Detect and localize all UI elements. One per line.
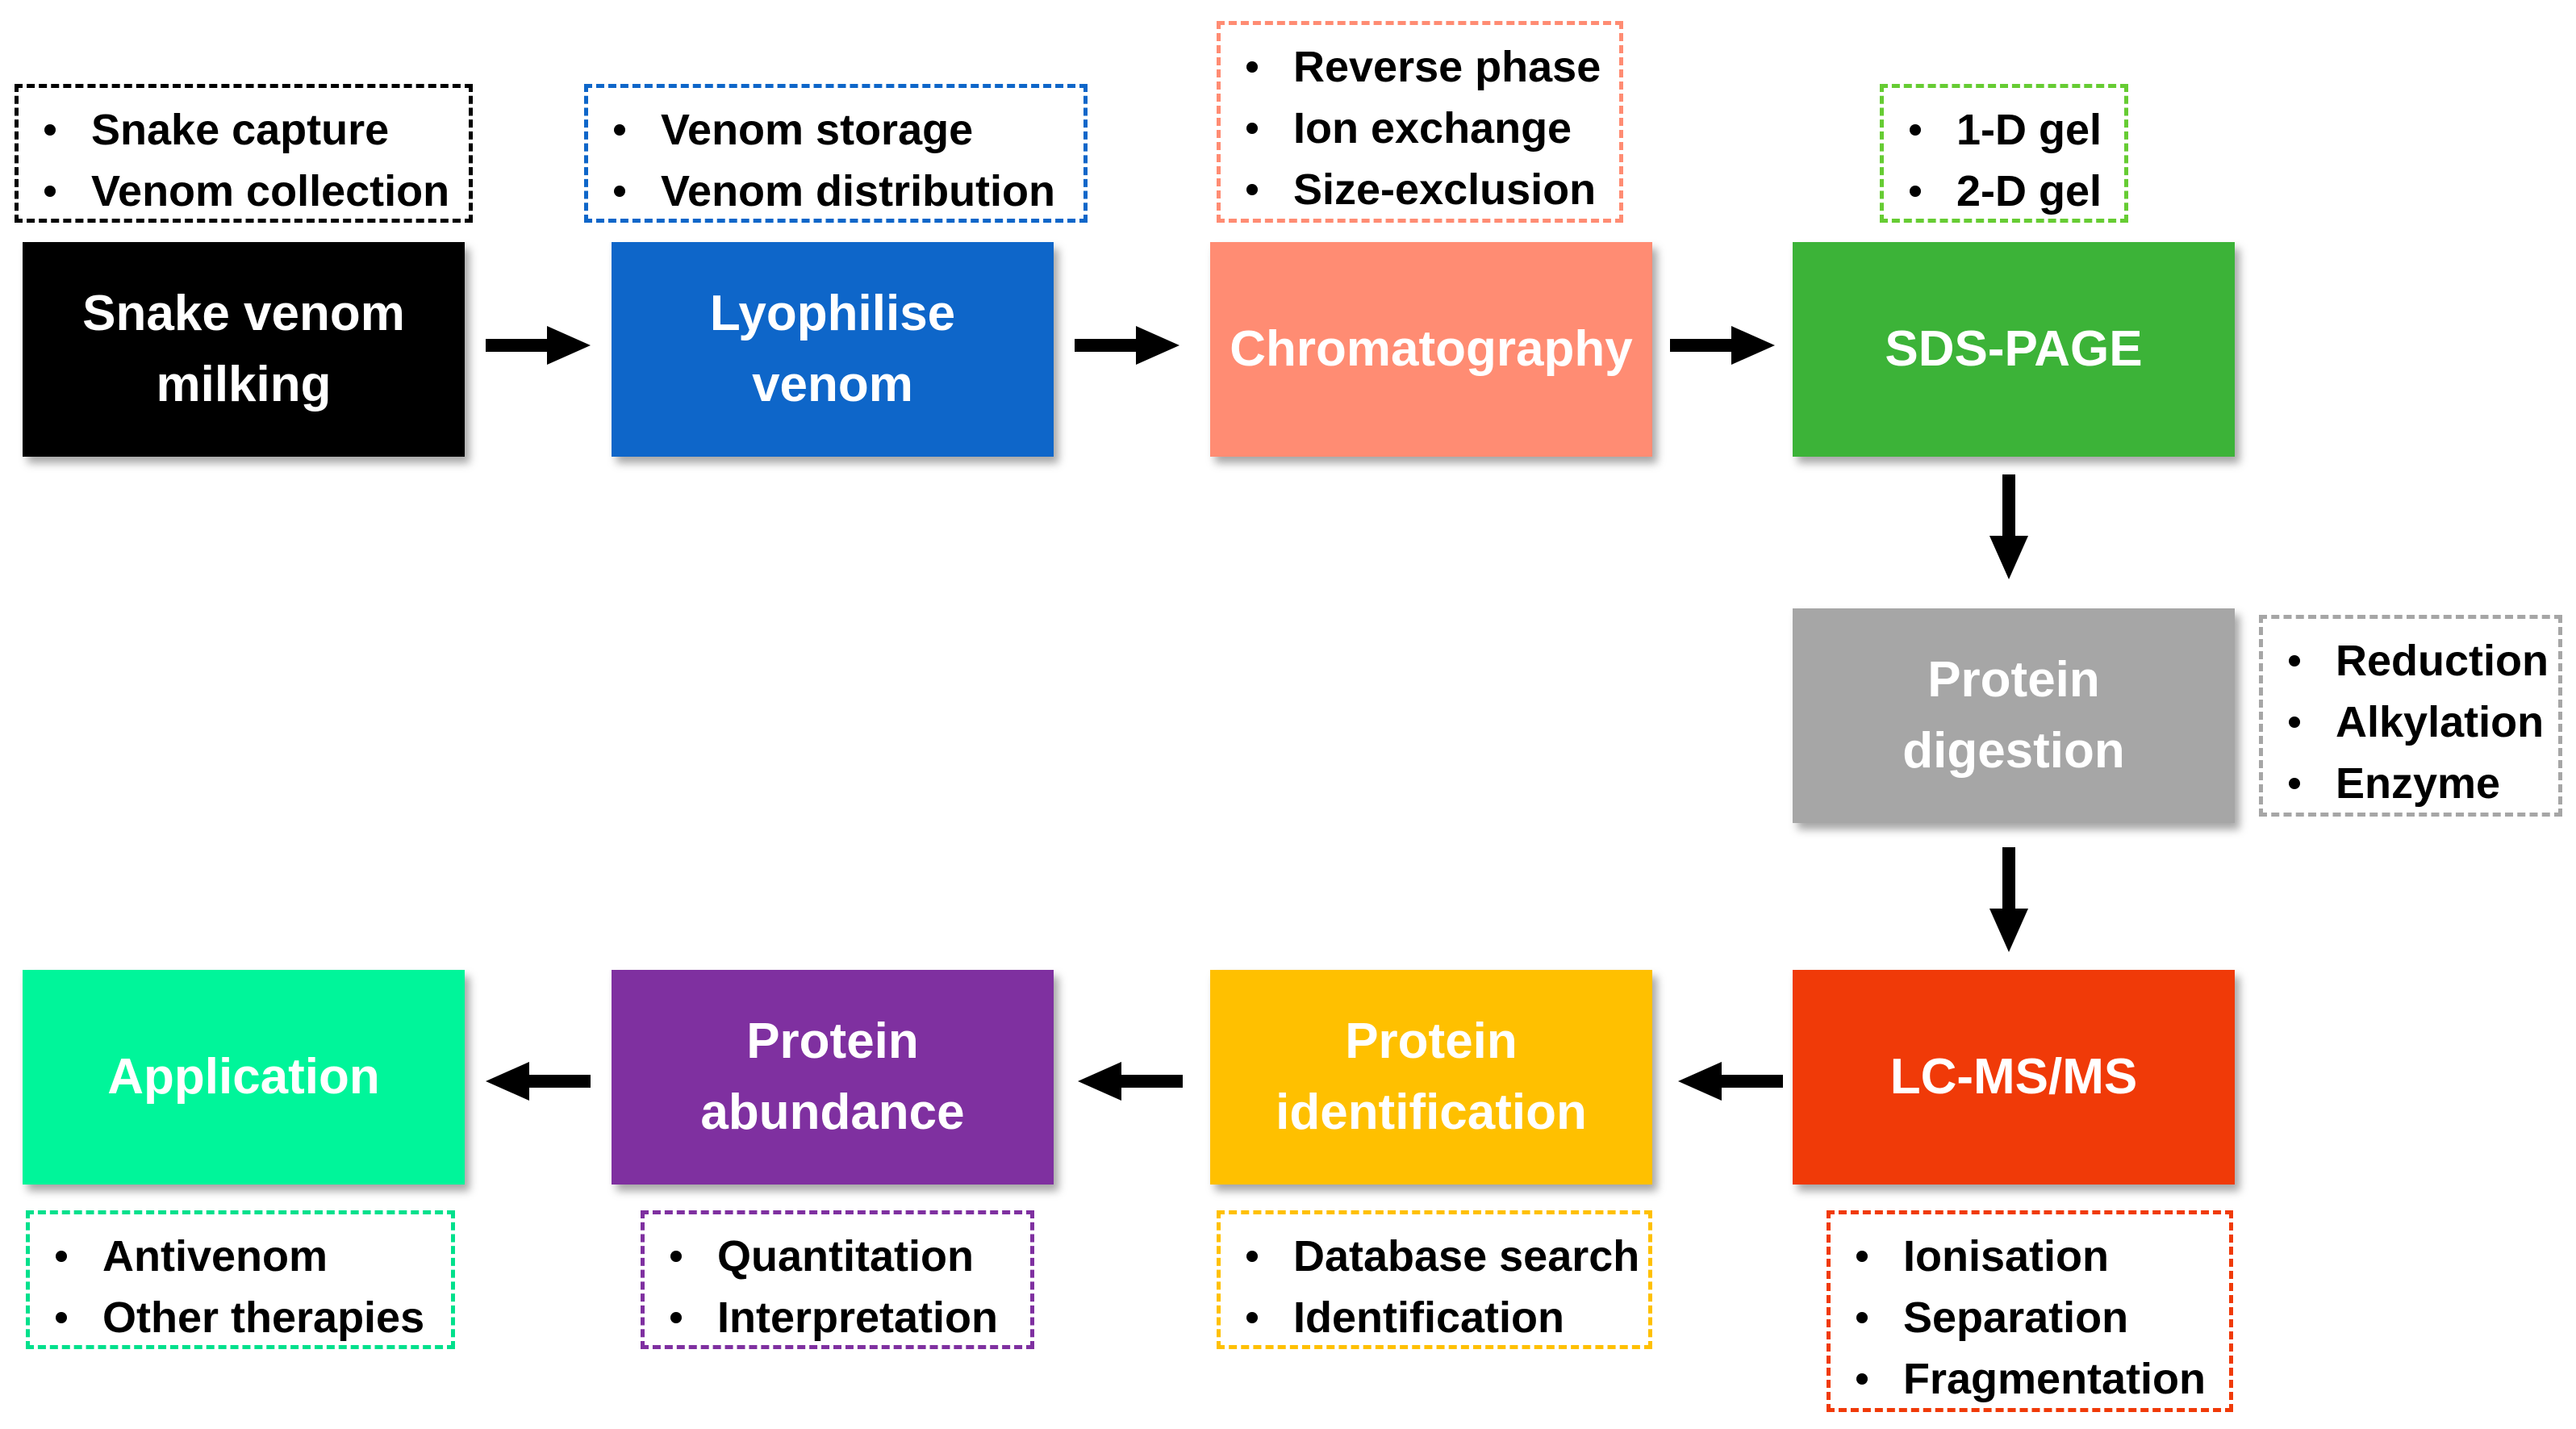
step-label-digestion: Protein digestion	[1902, 652, 2125, 779]
arrow-left-1	[1678, 1062, 1783, 1101]
step-box-abundance: Protein abundance	[612, 970, 1054, 1185]
arrow-left-2	[1078, 1062, 1183, 1101]
note-item: Quantitation	[659, 1226, 1016, 1287]
step-label-chromatography: Chromatography	[1230, 321, 1633, 377]
step-box-lcms: LC-MS/MS	[1793, 970, 2235, 1185]
step-label-identification: Protein identification	[1275, 1013, 1587, 1140]
step-box-chromatography: Chromatography	[1210, 242, 1652, 457]
step-label-milking: Snake venom milking	[82, 286, 405, 412]
note-item: Venom storage	[603, 99, 1069, 161]
arrow-down-2	[1989, 847, 2028, 952]
step-box-application: Application	[23, 970, 465, 1185]
arrow-right-2	[1075, 326, 1179, 365]
note-item: Snake capture	[33, 99, 454, 161]
note-item: Database search	[1235, 1226, 1639, 1287]
arrow-down-1	[1989, 474, 2028, 579]
step-box-lyophilise: Lyophilise venom	[612, 242, 1054, 457]
note-item: Ion exchange	[1235, 98, 1605, 159]
note-item: Fragmentation	[1845, 1348, 2215, 1410]
note-item: Size-exclusion	[1235, 159, 1605, 220]
note-box-milking: Snake capture Venom collection	[15, 84, 473, 223]
step-label-application: Application	[107, 1049, 380, 1105]
note-item: Reduction	[2277, 630, 2549, 692]
note-item: Venom distribution	[603, 161, 1069, 222]
note-box-lcms: Ionisation Separation Fragmentation	[1827, 1210, 2233, 1412]
note-item: Other therapies	[44, 1287, 436, 1348]
note-box-application: Antivenom Other therapies	[26, 1210, 455, 1349]
note-item: 1-D gel	[1898, 99, 2110, 161]
note-box-lyophilise: Venom storage Venom distribution	[584, 84, 1088, 223]
note-item: Interpretation	[659, 1287, 1016, 1348]
note-item: Antivenom	[44, 1226, 436, 1287]
note-box-identification: Database search Identification	[1217, 1210, 1652, 1349]
note-item: Identification	[1235, 1287, 1634, 1348]
step-box-milking: Snake venom milking	[23, 242, 465, 457]
arrow-left-3	[486, 1062, 591, 1101]
arrow-right-1	[486, 326, 591, 365]
note-item: Venom collection	[33, 161, 454, 222]
step-label-sds-page: SDS-PAGE	[1885, 321, 2143, 377]
step-label-lcms: LC-MS/MS	[1889, 1049, 2138, 1105]
note-box-digestion: Reduction Alkylation Enzyme	[2259, 615, 2562, 817]
note-box-abundance: Quantitation Interpretation	[641, 1210, 1034, 1349]
step-label-lyophilise: Lyophilise venom	[709, 286, 956, 412]
note-item: Separation	[1845, 1287, 2215, 1348]
step-box-digestion: Protein digestion	[1793, 608, 2235, 823]
note-item: Alkylation	[2277, 692, 2544, 753]
note-item: Reverse phase	[1235, 36, 1605, 98]
step-box-identification: Protein identification	[1210, 970, 1652, 1185]
note-item: Enzyme	[2277, 753, 2544, 814]
note-box-sds-page: 1-D gel 2-D gel	[1880, 84, 2128, 223]
note-item: Ionisation	[1845, 1226, 2215, 1287]
note-item: 2-D gel	[1898, 161, 2110, 222]
step-label-abundance: Protein abundance	[700, 1013, 965, 1140]
note-box-chromatography: Reverse phase Ion exchange Size-exclusio…	[1217, 21, 1623, 223]
arrow-right-3	[1670, 326, 1775, 365]
step-box-sds-page: SDS-PAGE	[1793, 242, 2235, 457]
